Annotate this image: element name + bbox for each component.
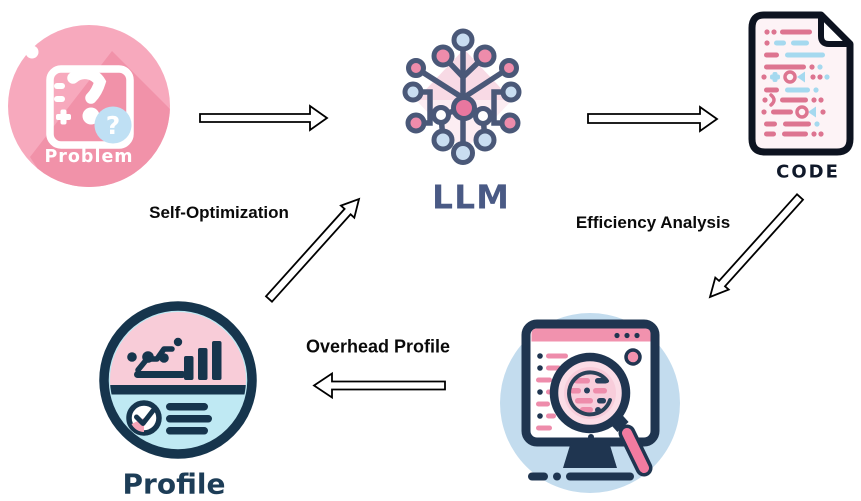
llm-node-label: LLM <box>432 177 510 217</box>
problem-clipboard-icon: ? Problem <box>8 25 170 187</box>
edge-label-overhead-profile: Overhead Profile <box>305 336 451 357</box>
code-token-lines <box>761 29 830 137</box>
neural-network-icon <box>402 28 522 165</box>
code-inspection-monitor-icon <box>500 313 680 493</box>
checkmark-badge-icon <box>126 400 162 436</box>
network-nodes <box>402 28 522 165</box>
magnifier-handle <box>622 428 649 473</box>
arrow-profile-to-llm <box>264 197 361 303</box>
arrow-llm-to-code <box>587 105 719 133</box>
arrow-inspector-to-profile <box>312 371 446 400</box>
arrow-problem-to-llm <box>199 104 329 132</box>
monitor-stand <box>528 442 634 481</box>
document-sheet <box>748 11 854 156</box>
profile-node-label: Profile <box>122 467 226 501</box>
magnifier-icon <box>549 352 653 477</box>
trend-steps-glyph <box>135 346 175 373</box>
edge-label-self-optimization: Self-Optimization <box>149 203 289 222</box>
code-document-icon <box>748 11 854 156</box>
screen-notification-dot <box>624 348 642 366</box>
report-lines-glyph <box>166 403 212 435</box>
document-fold-corner <box>818 12 853 47</box>
question-badge-icon <box>94 106 132 144</box>
monitor-titlebar <box>531 328 651 342</box>
code-node-label: CODE <box>776 161 840 183</box>
edge-label-efficiency-analysis: Efficiency Analysis <box>575 213 731 232</box>
problem-node-label: Problem <box>44 147 133 167</box>
titlebar-dots <box>614 332 640 339</box>
profile-chart-icon <box>99 301 257 459</box>
screen-code-lines <box>536 353 594 440</box>
arrow-code-to-inspector <box>708 193 805 299</box>
clipboard-question-glyph <box>25 45 134 149</box>
question-badge-glyph: ? <box>106 111 121 140</box>
